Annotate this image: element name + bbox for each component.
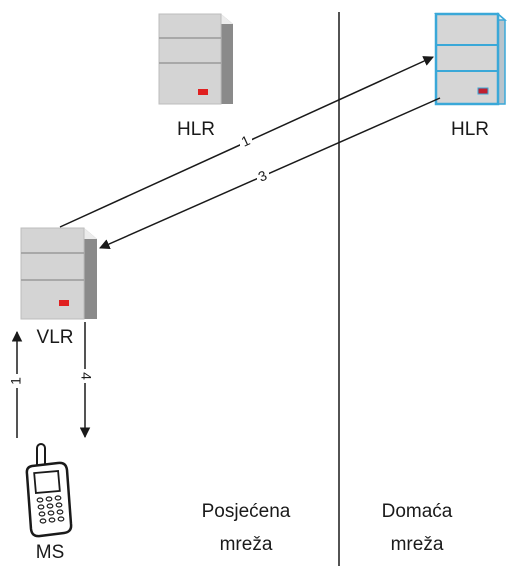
vlr-label: VLR xyxy=(36,327,74,348)
vlr-server-icon xyxy=(20,227,97,320)
arrow-4-label: 4 xyxy=(78,372,94,380)
home-network-line2: mreža xyxy=(390,534,444,555)
arrow-1-label: 1 xyxy=(8,377,24,385)
ms-label: MS xyxy=(35,542,65,563)
hlr-home-label: HLR xyxy=(450,119,489,140)
visited-network-line1: Posjećena xyxy=(201,501,291,522)
visited-network-label: Posjećena mreža xyxy=(186,500,306,557)
hlr-visited-label: HLR xyxy=(176,119,215,140)
visited-network-line2: mreža xyxy=(219,534,273,555)
hlr-visited-server-icon xyxy=(158,13,233,105)
home-network-label: Domaća mreža xyxy=(362,500,472,557)
arrow-3 xyxy=(99,97,441,249)
hlr-home-server-icon xyxy=(433,12,508,106)
home-network-line1: Domaća xyxy=(381,501,453,522)
mobile-phone-icon xyxy=(25,443,73,538)
